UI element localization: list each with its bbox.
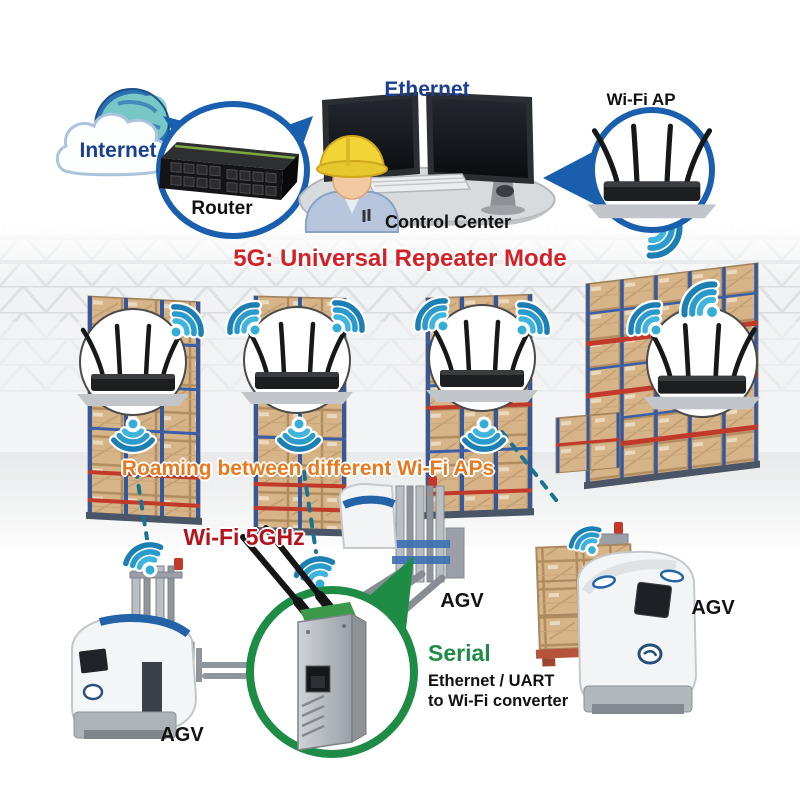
dashed-link-right — [500, 430, 562, 507]
control-center — [298, 92, 556, 233]
keyboard-icon — [364, 173, 472, 194]
agv-right — [535, 522, 698, 714]
callout-pointer — [543, 146, 604, 208]
roaming-label: Roaming between different Wi-Fi APs — [121, 457, 495, 480]
serial-label: Serial — [428, 640, 491, 666]
agv-middle-label: AGV — [440, 590, 484, 612]
dashed-link-middle — [302, 470, 318, 554]
ethernet-label: Ethernet — [384, 78, 470, 101]
dashed-wireless-links — [134, 430, 562, 554]
ap-callout-3 — [426, 304, 538, 412]
router-label: Router — [191, 198, 253, 219]
red-beacon-icon — [174, 558, 183, 570]
ap-callout-2 — [241, 306, 353, 414]
repeater-mode-label: 5G: Universal Repeater Mode — [233, 245, 567, 272]
ap-callout-1 — [77, 308, 189, 416]
wifi-5ghz-label: Wi-Fi 5GHz — [183, 524, 305, 550]
converter-line2: to Wi-Fi converter — [428, 692, 569, 710]
serial-converter-callout — [240, 525, 418, 758]
agv-left — [71, 558, 250, 739]
operator-with-hardhat-icon — [304, 134, 400, 233]
wifi-ap-callout — [543, 107, 716, 233]
dashed-link-left — [134, 468, 150, 547]
router-callout — [156, 101, 313, 239]
router-switch-icon — [159, 142, 299, 200]
converter-line1: Ethernet / UART — [428, 672, 555, 690]
internet-cloud — [55, 88, 170, 177]
mouse-icon — [496, 185, 514, 197]
control-center-label: Control Center — [385, 212, 511, 232]
agv-left-label: AGV — [160, 724, 204, 746]
red-beacon-icon — [428, 476, 437, 488]
warehouse-rack-small — [555, 411, 621, 474]
agv-right-label: AGV — [691, 597, 735, 619]
red-beacon-icon — [614, 522, 623, 534]
wifi-ap-label: Wi-Fi AP — [606, 90, 676, 109]
internet-label: Internet — [79, 139, 157, 162]
serial-converter-icon — [240, 525, 367, 751]
